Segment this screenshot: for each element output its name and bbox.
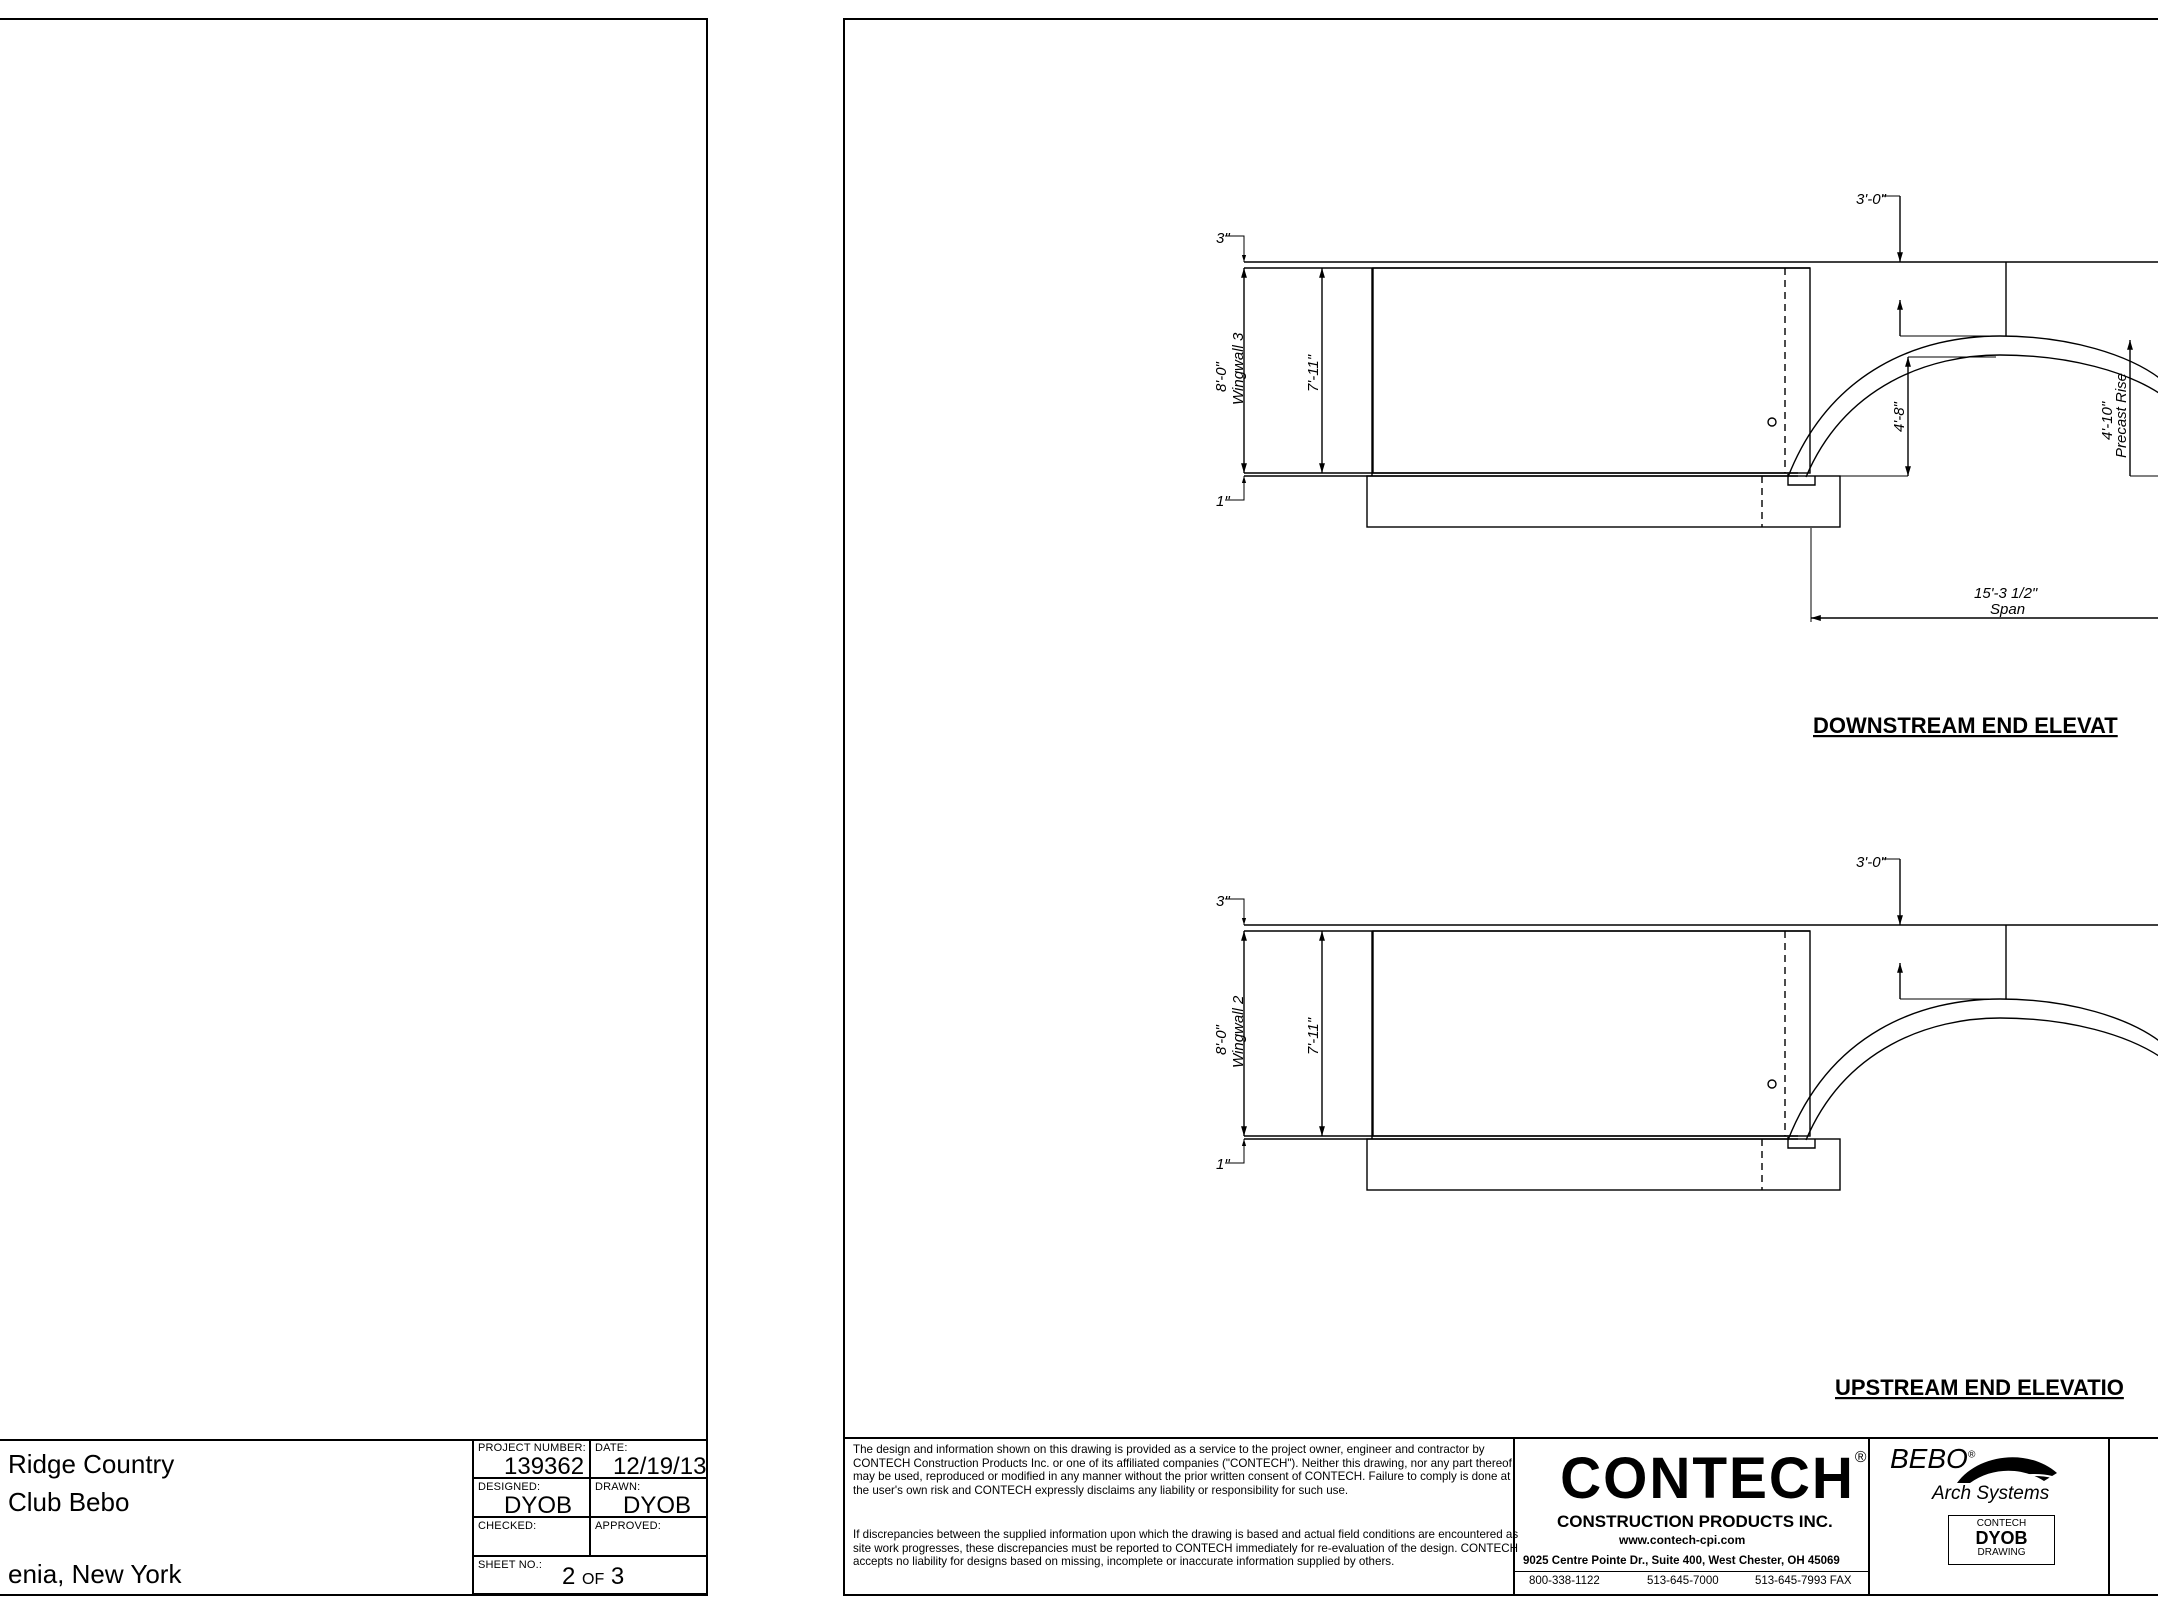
- badge-contech: CONTECH: [1976, 1518, 2027, 1529]
- badge-dyob: DYOB: [1975, 1528, 2028, 1548]
- address-divider: [1515, 1571, 1870, 1572]
- drawn-cell: DRAWN: DYOB: [590, 1478, 708, 1519]
- sheet-number-value: 2 OF 3: [562, 1563, 624, 1591]
- elevation-drawings: 3'-0" 3" 1" 8'-0" Wingwall 3 7'-11" 4'-8…: [1213, 191, 2158, 1400]
- date-label: DATE:: [595, 1442, 628, 1454]
- disclaimer-paragraph-2: If discrepancies between the supplied in…: [853, 1528, 1519, 1568]
- checked-cell: CHECKED:: [472, 1517, 590, 1556]
- contech-website: www.contech-cpi.com: [1619, 1533, 1746, 1547]
- upstream-elevation: [1225, 858, 2158, 1191]
- upstream-title: UPSTREAM END ELEVATIO: [1835, 1375, 2124, 1400]
- designed-cell: DESIGNED: DYOB: [472, 1478, 590, 1519]
- contech-logo-subtitle: CONSTRUCTION PRODUCTS INC.: [1557, 1512, 1833, 1531]
- contech-logo: CONTECH®: [1560, 1445, 1868, 1512]
- bebo-subtitle: Arch Systems: [1932, 1483, 2050, 1504]
- downstream-inner-height: 7'-11": [1305, 354, 1322, 392]
- downstream-arch-height: 4'-8": [1891, 401, 1908, 432]
- upstream-footing: [1366, 1138, 1841, 1191]
- upstream-inner-height: 7'-11": [1305, 1017, 1322, 1055]
- upstream-arch-inner: [1805, 1017, 2158, 1141]
- downstream-rise-label: Precast Rise: [2113, 373, 2130, 458]
- downstream-span: 15'-3 1/2": [1974, 585, 2038, 602]
- title-block-right: The design and information shown on this…: [845, 1437, 2158, 1594]
- project-name-line-1: Ridge Country: [8, 1449, 175, 1479]
- drawn-label: DRAWN:: [595, 1481, 641, 1493]
- downstream-span-label: Span: [1990, 601, 2025, 618]
- downstream-dim-3ft: 3'-0": [1856, 191, 1887, 208]
- date-cell: DATE: 12/19/13: [590, 1439, 708, 1480]
- downstream-arch-seat: [1787, 474, 1816, 486]
- project-number-label: PROJECT NUMBER:: [478, 1442, 586, 1454]
- designed-label: DESIGNED:: [478, 1481, 541, 1493]
- left-sheet: Ridge Country Club Bebo enia, New York P…: [0, 18, 708, 1596]
- downstream-wingwall-name: Wingwall 3: [1230, 332, 1247, 405]
- drawing-badge: CONTECH DYOB DRAWING: [1948, 1515, 2055, 1565]
- upstream-wingwall: [1372, 930, 1811, 1137]
- upstream-dim-3in: 3": [1216, 893, 1230, 910]
- approved-label: APPROVED:: [595, 1520, 661, 1532]
- disclaimer-paragraph-1: The design and information shown on this…: [853, 1443, 1516, 1497]
- downstream-wingwall: [1372, 267, 1811, 474]
- bebo-arch-icon: [1957, 1457, 2057, 1484]
- project-number: 139362: [504, 1453, 585, 1480]
- upstream-wingwall-name: Wingwall 2: [1230, 995, 1247, 1068]
- downstream-arch-inner: [1805, 354, 2158, 478]
- badge-drawing: DRAWING: [1977, 1547, 2026, 1558]
- downstream-weep-hole: [1767, 417, 1777, 427]
- contech-phone-1: 800-338-1122: [1529, 1575, 1600, 1587]
- upstream-dim-1in: 1": [1216, 1156, 1230, 1173]
- sheet-number: 2: [562, 1563, 576, 1590]
- contech-logo-reg: ®: [1854, 1449, 1869, 1466]
- contech-phone-2: 513-645-7000: [1647, 1575, 1719, 1587]
- downstream-dim-3in: 3": [1216, 230, 1230, 247]
- sheet-number-cell: SHEET NO.: 2 OF 3: [472, 1556, 708, 1594]
- upstream-weep-hole: [1767, 1079, 1777, 1089]
- project-name-line-2: Club Bebo: [8, 1487, 130, 1517]
- downstream-dim-1in: 1": [1216, 493, 1230, 510]
- title-block-left: Ridge Country Club Bebo enia, New York P…: [0, 1439, 708, 1594]
- project-location: enia, New York: [8, 1559, 182, 1589]
- downstream-title: DOWNSTREAM END ELEVAT: [1813, 713, 2118, 738]
- upstream-dim-3ft: 3'-0": [1856, 854, 1887, 871]
- bebo-logo: BEBO®: [1890, 1443, 1975, 1475]
- downstream-elevation: [1225, 195, 2158, 622]
- drawn-value: DYOB: [623, 1492, 692, 1519]
- downstream-wingwall-height: 8'-0": [1213, 361, 1230, 392]
- contech-info-box: CONTECH® CONSTRUCTION PRODUCTS INC. www.…: [1513, 1439, 1870, 1594]
- approved-cell: APPROVED:: [590, 1517, 708, 1556]
- upstream-wingwall-height: 8'-0": [1213, 1024, 1230, 1055]
- checked-label: CHECKED:: [478, 1520, 537, 1532]
- sheet-of: OF: [582, 1571, 605, 1588]
- downstream-rise: 4'-10": [2099, 401, 2116, 440]
- title-block-divider: [2108, 1439, 2110, 1594]
- upstream-arch-outer: [1787, 998, 2158, 1141]
- sheet-number-label: SHEET NO.:: [478, 1559, 543, 1571]
- bebo-logo-text: BEBO: [1890, 1443, 1968, 1474]
- right-sheet: 3'-0" 3" 1" 8'-0" Wingwall 3 7'-11" 4'-8…: [843, 18, 2158, 1596]
- sheet-total: 3: [610, 1563, 625, 1590]
- contech-fax: 513-645-7993 FAX: [1755, 1575, 1852, 1587]
- bebo-logo-reg: ®: [1967, 1449, 1976, 1461]
- contech-address: 9025 Centre Pointe Dr., Suite 400, West …: [1523, 1555, 1840, 1567]
- date-value: 12/19/13: [613, 1453, 707, 1480]
- downstream-footing: [1366, 475, 1841, 528]
- project-number-cell: PROJECT NUMBER: 139362: [472, 1439, 590, 1480]
- bebo-box: BEBO® Arch Systems CONTECH DYOB DRAWING: [1868, 1439, 2110, 1594]
- designed-value: DYOB: [504, 1492, 573, 1519]
- contech-logo-text: CONTECH: [1560, 1446, 1855, 1511]
